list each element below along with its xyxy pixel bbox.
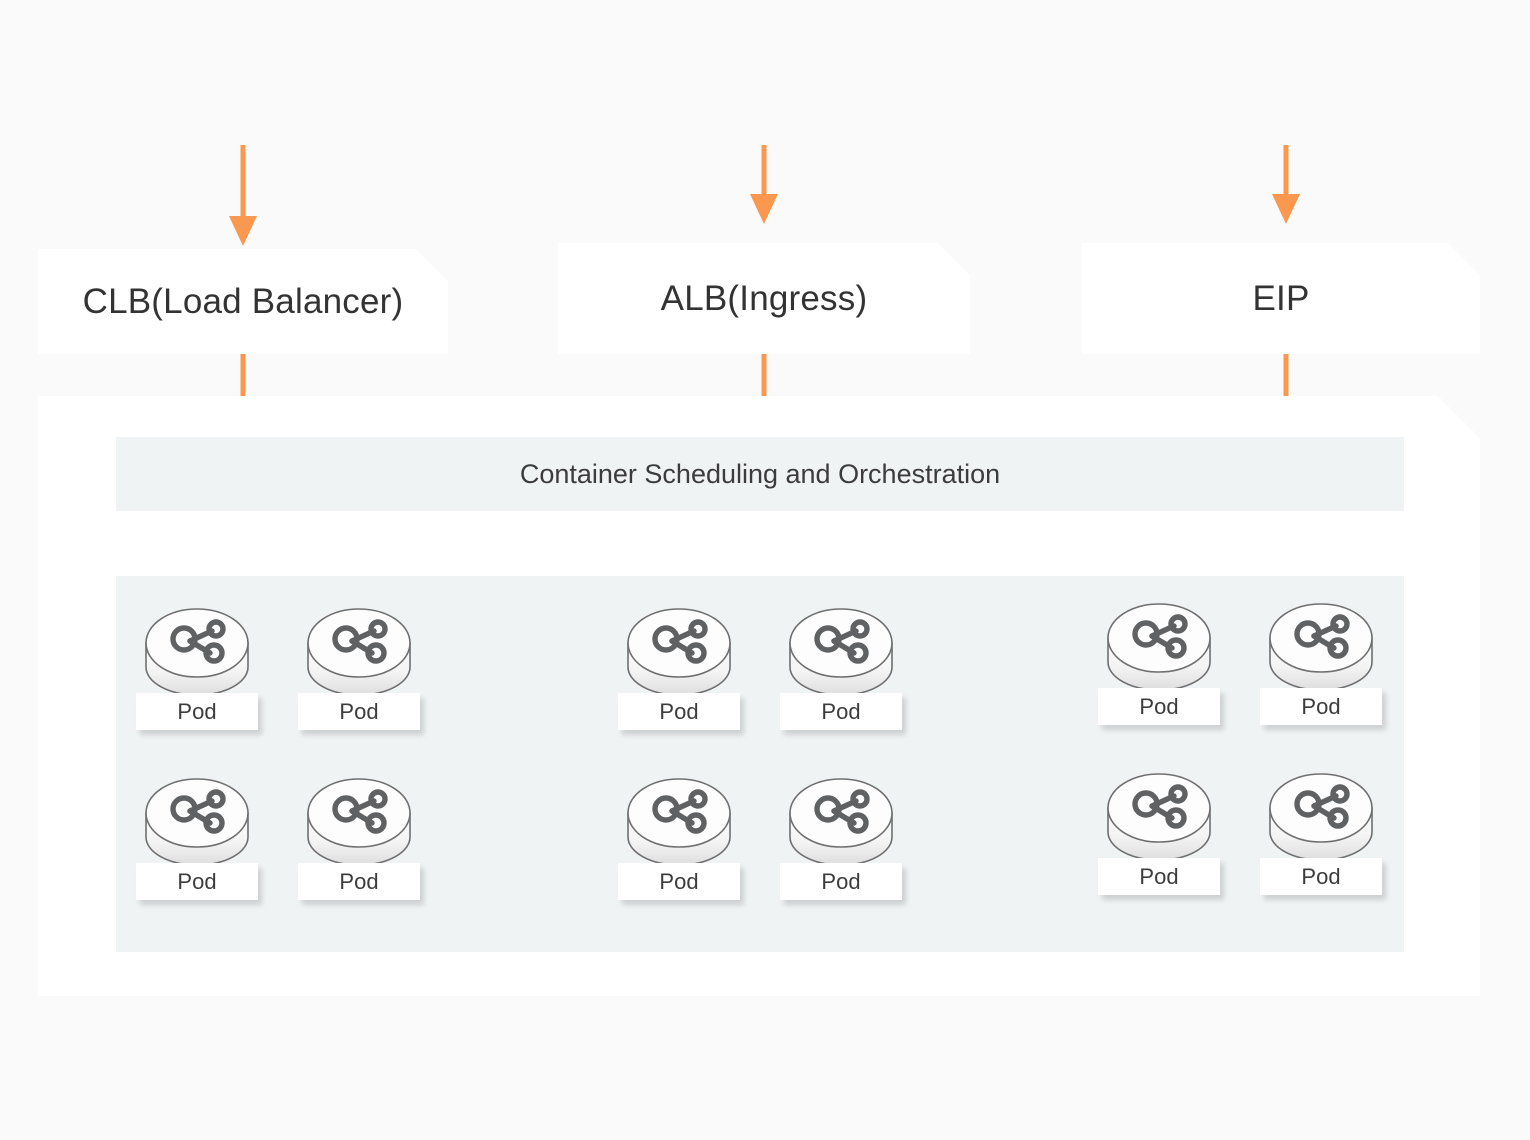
- pod-label-text: Pod: [659, 698, 699, 724]
- pod-label: Pod: [298, 863, 420, 900]
- pod-cylinder-icon: [1266, 770, 1376, 870]
- pod-cylinder-icon: [304, 775, 414, 875]
- pod-label-text: Pod: [177, 698, 217, 724]
- entry-box-alb-label: ALB(Ingress): [660, 279, 868, 318]
- pod-cylinder-icon: [142, 775, 252, 875]
- pod-label: Pod: [1098, 688, 1220, 725]
- pod-label: Pod: [136, 693, 258, 730]
- pod-cylinder-icon: [304, 605, 414, 705]
- pod-cylinder-icon: [1266, 600, 1376, 700]
- pod-label-text: Pod: [821, 868, 861, 894]
- pod-label: Pod: [1098, 858, 1220, 895]
- pod-label-text: Pod: [821, 698, 861, 724]
- pod-label-text: Pod: [1139, 863, 1179, 889]
- pod-label-text: Pod: [339, 868, 379, 894]
- pod-cylinder-icon: [786, 605, 896, 705]
- pod-node[interactable]: Pod: [1260, 600, 1382, 725]
- entry-box-eip[interactable]: EIP: [1082, 243, 1480, 354]
- pod-node[interactable]: Pod: [298, 605, 420, 730]
- pod-cylinder-icon: [142, 605, 252, 705]
- pod-label: Pod: [618, 863, 740, 900]
- pod-label: Pod: [1260, 688, 1382, 725]
- pod-label-text: Pod: [1301, 693, 1341, 719]
- pod-label-text: Pod: [177, 868, 217, 894]
- entry-box-eip-label: EIP: [1252, 279, 1310, 318]
- pod-node[interactable]: Pod: [618, 775, 740, 900]
- pod-node[interactable]: Pod: [136, 775, 258, 900]
- pod-label: Pod: [136, 863, 258, 900]
- pod-cylinder-icon: [1104, 600, 1214, 700]
- pod-label-text: Pod: [659, 868, 699, 894]
- pod-node[interactable]: Pod: [1098, 770, 1220, 895]
- pod-node[interactable]: Pod: [1098, 600, 1220, 725]
- pod-cylinder-icon: [624, 605, 734, 705]
- pod-label: Pod: [618, 693, 740, 730]
- pod-node[interactable]: Pod: [780, 605, 902, 730]
- entry-box-alb[interactable]: ALB(Ingress): [558, 243, 970, 354]
- pod-cylinder-icon: [786, 775, 896, 875]
- pod-node[interactable]: Pod: [136, 605, 258, 730]
- pod-node[interactable]: Pod: [618, 605, 740, 730]
- pod-label-text: Pod: [339, 698, 379, 724]
- pod-cylinder-icon: [1104, 770, 1214, 870]
- pod-label: Pod: [780, 863, 902, 900]
- pod-label-text: Pod: [1301, 863, 1341, 889]
- pod-label: Pod: [298, 693, 420, 730]
- entry-box-clb[interactable]: CLB(Load Balancer): [38, 249, 448, 354]
- entry-box-clb-label: CLB(Load Balancer): [82, 282, 404, 321]
- pod-node[interactable]: Pod: [298, 775, 420, 900]
- orchestration-bar: Container Scheduling and Orchestration: [116, 437, 1404, 511]
- pod-node[interactable]: Pod: [780, 775, 902, 900]
- pod-label: Pod: [1260, 858, 1382, 895]
- pod-node[interactable]: Pod: [1260, 770, 1382, 895]
- pod-cylinder-icon: [624, 775, 734, 875]
- pod-label: Pod: [780, 693, 902, 730]
- pod-label-text: Pod: [1139, 693, 1179, 719]
- orchestration-label: Container Scheduling and Orchestration: [519, 458, 1001, 489]
